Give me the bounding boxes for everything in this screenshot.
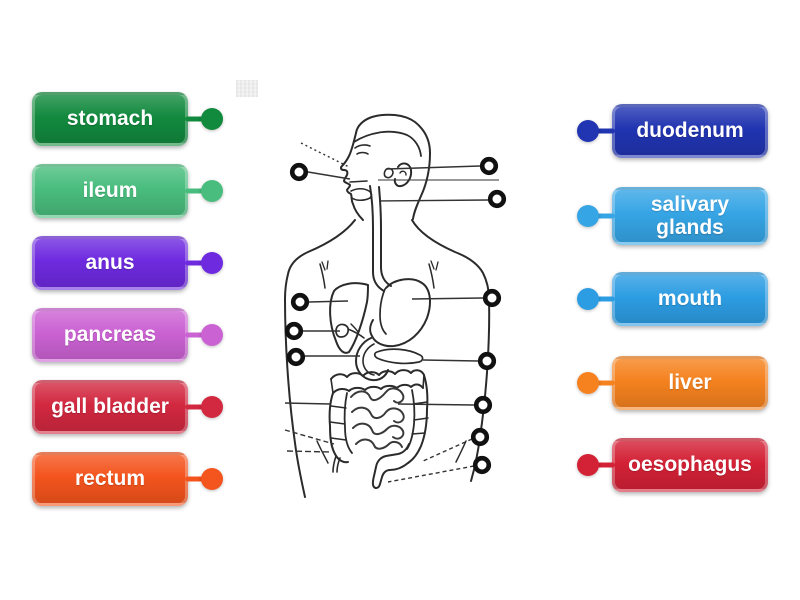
label-duodenum[interactable]: duodenum xyxy=(577,104,768,158)
target-ring-3[interactable] xyxy=(487,189,507,209)
label-text: anus xyxy=(85,251,135,275)
label-pancreas[interactable]: pancreas xyxy=(32,308,223,362)
connector-stem xyxy=(593,296,615,302)
connector-stem xyxy=(185,332,207,338)
label-stomach[interactable]: stomach xyxy=(32,92,223,146)
label-salivary-glands[interactable]: salivary glands xyxy=(577,187,768,245)
connector-dot xyxy=(577,288,599,310)
connector-stem xyxy=(185,476,207,482)
connector-dot xyxy=(577,454,599,476)
leader-lines xyxy=(284,142,499,483)
target-ring-9[interactable] xyxy=(473,395,493,415)
connector-dot xyxy=(201,468,223,490)
label-text: pancreas xyxy=(63,323,157,347)
target-ring-8[interactable] xyxy=(477,351,497,371)
label-text: mouth xyxy=(657,287,723,311)
connector-dot xyxy=(201,396,223,418)
label-gall-bladder[interactable]: gall bladder xyxy=(32,380,223,434)
target-ring-6[interactable] xyxy=(284,321,304,341)
scan-watermark xyxy=(236,80,258,97)
connector-stem xyxy=(185,404,207,410)
label-ileum[interactable]: ileum xyxy=(32,164,223,218)
digestive-figure xyxy=(284,113,491,498)
label-mouth[interactable]: mouth xyxy=(577,272,768,326)
answer-target-rings xyxy=(284,156,507,475)
target-ring-4[interactable] xyxy=(290,292,310,312)
connector-stem xyxy=(185,260,207,266)
label-text: stomach xyxy=(66,107,154,131)
label-text: ileum xyxy=(82,179,138,203)
label-text: liver xyxy=(668,371,712,395)
target-ring-10[interactable] xyxy=(470,427,490,447)
label-text: oesophagus xyxy=(628,453,752,477)
label-rectum[interactable]: rectum xyxy=(32,452,223,506)
connector-dot xyxy=(201,252,223,274)
label-anus[interactable]: anus xyxy=(32,236,223,290)
target-ring-11[interactable] xyxy=(472,455,492,475)
label-liver[interactable]: liver xyxy=(577,356,768,410)
connector-stem xyxy=(593,462,615,468)
label-text: gall bladder xyxy=(51,395,169,419)
connector-stem xyxy=(593,128,615,134)
connector-stem xyxy=(185,188,207,194)
connector-dot xyxy=(201,180,223,202)
label-oesophagus[interactable]: oesophagus xyxy=(577,438,768,492)
target-ring-5[interactable] xyxy=(482,288,502,308)
connector-dot xyxy=(201,324,223,346)
label-text: duodenum xyxy=(636,119,744,143)
connector-dot xyxy=(577,120,599,142)
connector-stem xyxy=(593,380,615,386)
target-ring-2[interactable] xyxy=(479,156,499,176)
connector-dot xyxy=(577,205,599,227)
target-ring-1[interactable] xyxy=(289,162,309,182)
label-text: salivary glands xyxy=(650,192,730,239)
connector-stem xyxy=(593,213,615,219)
connector-dot xyxy=(577,372,599,394)
target-ring-7[interactable] xyxy=(286,347,306,367)
connector-dot xyxy=(201,108,223,130)
connector-stem xyxy=(185,116,207,122)
label-text: rectum xyxy=(74,467,146,491)
